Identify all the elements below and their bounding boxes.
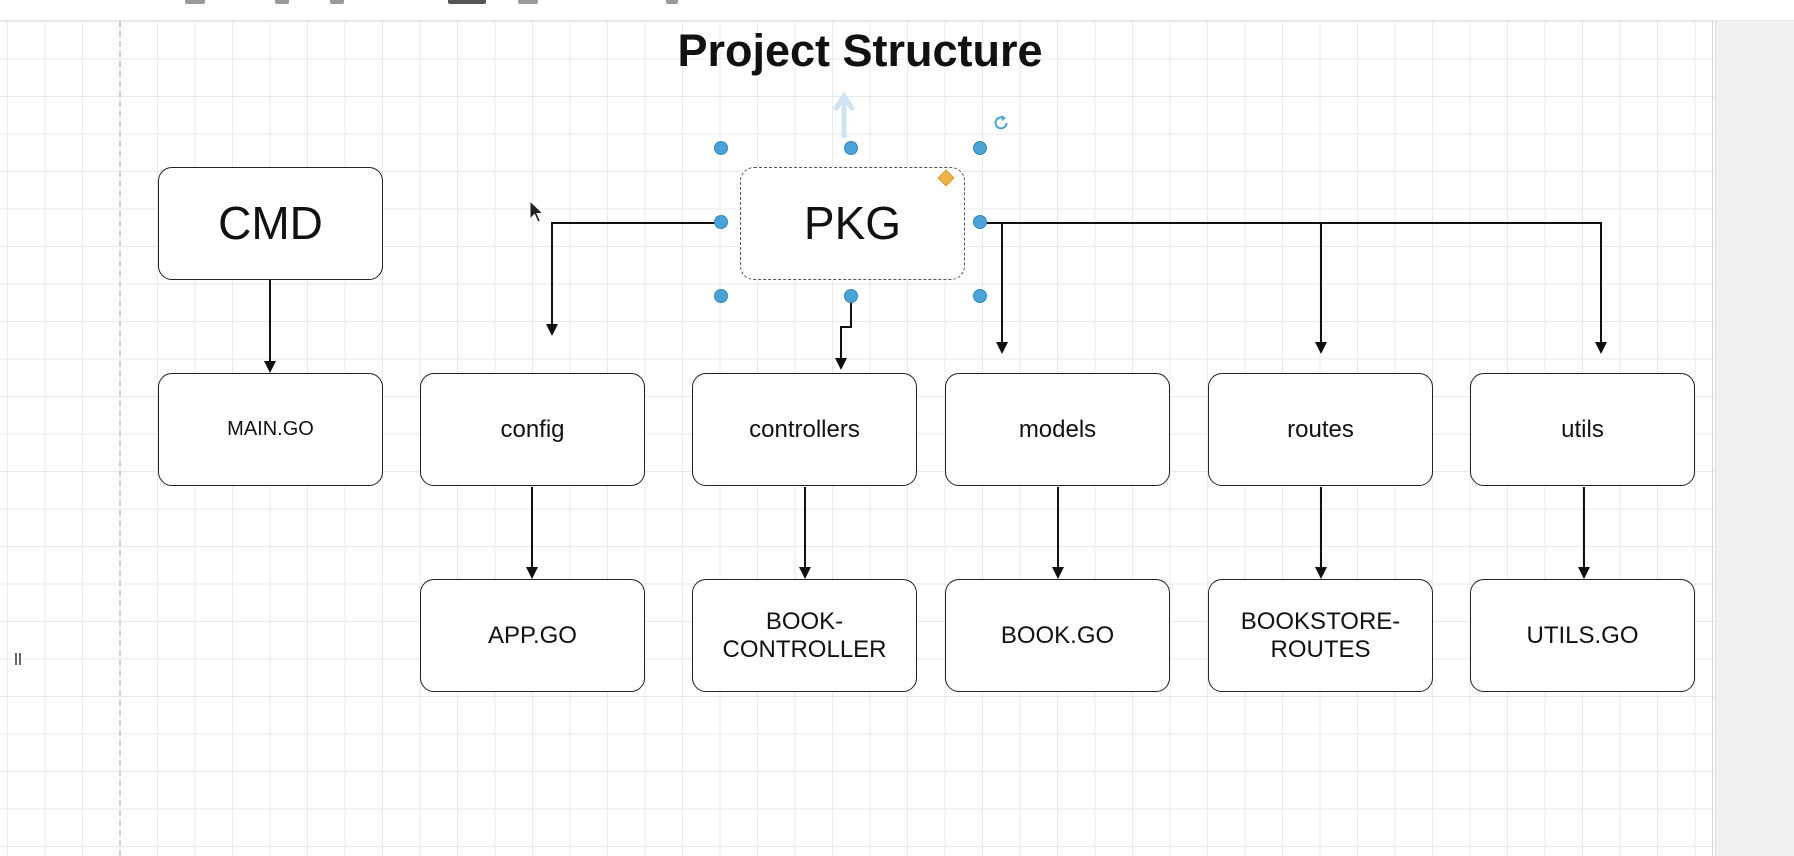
- node-app-go[interactable]: APP.GO: [420, 579, 645, 692]
- node-book-controller[interactable]: BOOK- CONTROLLER: [692, 579, 917, 692]
- node-app-go-label: APP.GO: [488, 621, 577, 649]
- toolbar-button[interactable]: [666, 0, 678, 4]
- node-utils[interactable]: utils: [1470, 373, 1695, 486]
- toolbar: [0, 0, 1794, 21]
- node-controllers[interactable]: controllers: [692, 373, 917, 486]
- resize-handle-e[interactable]: [973, 215, 987, 229]
- resize-handle-s[interactable]: [844, 289, 858, 303]
- rotate-icon[interactable]: [991, 113, 1011, 133]
- node-utils-label: utils: [1561, 415, 1604, 443]
- node-book-controller-label: BOOK- CONTROLLER: [722, 608, 886, 663]
- toolbar-button[interactable]: [275, 0, 289, 4]
- node-utils-go-label: UTILS.GO: [1526, 621, 1639, 649]
- node-config-label: config: [500, 415, 565, 443]
- edge-pkg-routes[interactable]: [1002, 222, 1327, 354]
- node-cmd[interactable]: CMD: [158, 167, 383, 280]
- node-routes-label: routes: [1287, 415, 1354, 443]
- node-book-go[interactable]: BOOK.GO: [945, 579, 1170, 692]
- node-pkg[interactable]: PKG: [740, 167, 965, 280]
- node-book-go-label: BOOK.GO: [1000, 621, 1115, 649]
- edge-pkg-models[interactable]: [980, 222, 1008, 354]
- mouse-pointer-icon: [529, 200, 545, 223]
- arrow-up-preview-icon[interactable]: [832, 91, 856, 138]
- node-bookstore-routes-line-1: BOOKSTORE-: [1240, 607, 1401, 635]
- resize-handle-nw[interactable]: [714, 141, 728, 155]
- node-models[interactable]: models: [945, 373, 1170, 486]
- edge-pkg-config[interactable]: [546, 222, 715, 336]
- toolbar-button[interactable]: [185, 0, 205, 4]
- node-bookstore-routes[interactable]: BOOKSTORE- ROUTES: [1208, 579, 1433, 692]
- node-routes[interactable]: routes: [1208, 373, 1433, 486]
- node-bookstore-routes-line-2: ROUTES: [1270, 635, 1371, 663]
- resize-handle-ne[interactable]: [973, 141, 987, 155]
- toolbar-button[interactable]: [518, 0, 538, 4]
- node-book-controller-line-2: CONTROLLER: [722, 635, 887, 663]
- edge-pkg-utils[interactable]: [1321, 222, 1607, 354]
- node-main-go-label: MAIN.GO: [227, 418, 314, 440]
- toolbar-button[interactable]: [448, 0, 486, 4]
- format-panel: [1715, 21, 1794, 856]
- node-utils-go[interactable]: UTILS.GO: [1470, 579, 1695, 692]
- diagram-title[interactable]: Project Structure: [677, 25, 1043, 76]
- drag-grip-icon[interactable]: [15, 652, 23, 665]
- page-guide-line: [119, 21, 121, 856]
- node-controllers-label: controllers: [749, 415, 860, 443]
- toolbar-button[interactable]: [330, 0, 344, 4]
- edge-pkg-controllers[interactable]: [835, 296, 852, 370]
- node-pkg-label: PKG: [803, 197, 902, 250]
- node-book-controller-line-1: BOOK-: [765, 607, 844, 635]
- page-edge-line: [1712, 21, 1713, 856]
- node-config[interactable]: config: [420, 373, 645, 486]
- node-cmd-label: CMD: [218, 197, 323, 250]
- resize-handle-se[interactable]: [973, 289, 987, 303]
- resize-handle-sw[interactable]: [714, 289, 728, 303]
- resize-handle-n[interactable]: [844, 141, 858, 155]
- node-bookstore-routes-label: BOOKSTORE- ROUTES: [1241, 608, 1401, 663]
- node-main-go[interactable]: MAIN.GO: [158, 373, 383, 486]
- node-models-label: models: [1018, 415, 1097, 443]
- resize-handle-w[interactable]: [714, 215, 728, 229]
